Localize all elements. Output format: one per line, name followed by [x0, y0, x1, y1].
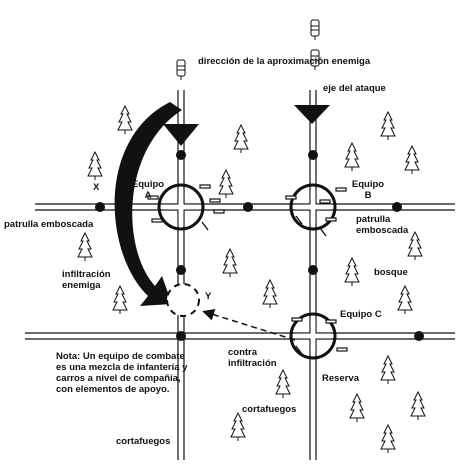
- counter-infiltration-label: contra infiltración: [228, 347, 277, 369]
- team-b-position: [289, 183, 337, 231]
- ambush-patrol-left-label: patrulla emboscada: [4, 219, 94, 230]
- team-c-label: Equipo C: [340, 309, 382, 320]
- unit-markers: [147, 184, 348, 352]
- team-c-position: [289, 312, 337, 360]
- attack-arrows: [163, 105, 330, 146]
- enemy-tank-icon: [176, 59, 186, 81]
- point-x-label: X: [93, 182, 100, 193]
- axis-of-attack-label: eje del ataque: [323, 83, 386, 94]
- team-a-label: Equipo A: [131, 179, 165, 201]
- forest-label: bosque: [374, 267, 408, 278]
- unit-marker-slashes: [201, 215, 327, 355]
- point-y-label: Y: [205, 291, 212, 302]
- enemy-tank-icon: [310, 19, 320, 41]
- firebreaks-center-label: cortafuegos: [242, 404, 297, 415]
- firebreaks-bottom-label: cortafuegos: [116, 436, 171, 447]
- team-a-position: [157, 183, 205, 231]
- counter-infiltration-arrow: [202, 308, 296, 341]
- enemy-infiltration-label: infiltración enemiga: [62, 269, 111, 291]
- team-b-label: Equipo B: [351, 179, 385, 201]
- enemy-approach-label: dirección de la aproximación enemiga: [198, 56, 371, 67]
- observation-dots: [95, 150, 424, 341]
- infiltration-arrow: [114, 102, 182, 306]
- reserve-label: Reserva: [322, 373, 359, 384]
- note-text: Nota: Un equipo de combate es una mezcla…: [56, 351, 188, 395]
- ambush-position-y: [166, 283, 200, 317]
- ambush-patrol-right-label: patrulla emboscada: [356, 214, 409, 236]
